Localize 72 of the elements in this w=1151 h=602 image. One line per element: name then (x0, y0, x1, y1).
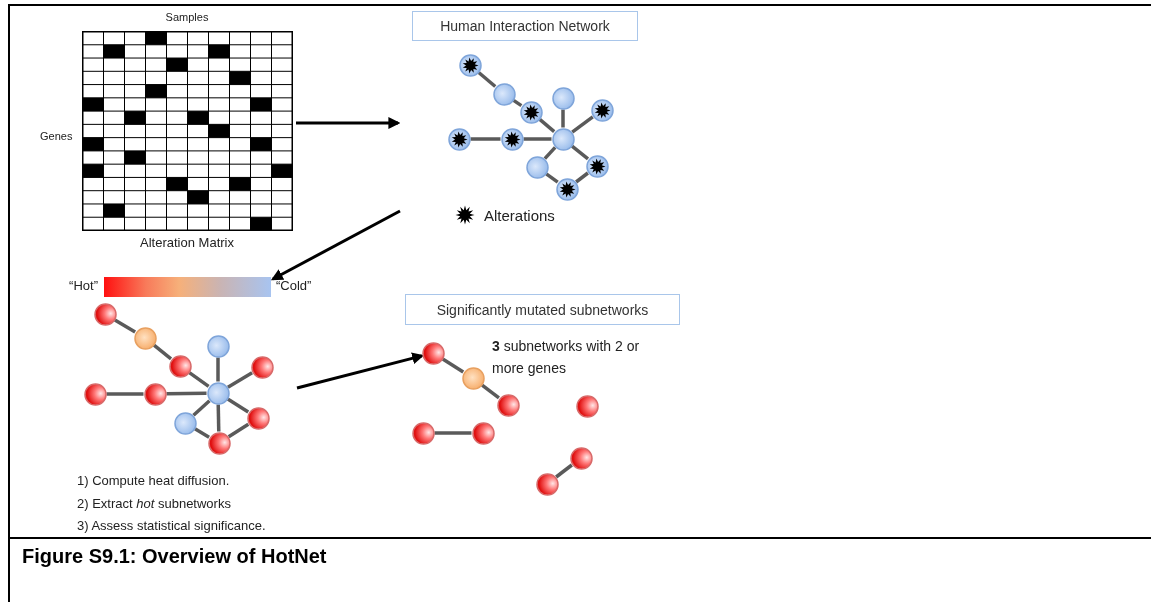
step-text: 2) Extract hot subnetworks (77, 495, 232, 513)
network-link (434, 431, 472, 435)
network-link (543, 146, 557, 160)
network-link (226, 397, 250, 414)
gene-node (168, 354, 192, 378)
figure-caption: Figure S9.1: Overview of HotNet (22, 545, 327, 568)
altered-gene-node (458, 53, 482, 77)
network-link (113, 318, 137, 334)
gene-node (93, 302, 117, 326)
axis-label: Genes (40, 130, 73, 142)
gene-node (525, 155, 549, 179)
network-link (188, 371, 210, 388)
network-link (192, 399, 211, 417)
heat-scale-label: “Hot” (69, 278, 98, 293)
altered-gene-node (590, 98, 614, 122)
gene-node (551, 86, 575, 110)
altered-gene-node (519, 100, 543, 124)
network-link (538, 118, 556, 133)
legend-label: Alterations (484, 206, 555, 224)
network-link (555, 463, 573, 479)
step-text: 3) Assess statistical significance. (77, 517, 267, 535)
gene-node (551, 127, 575, 151)
gene-node (206, 381, 230, 405)
network-link (523, 137, 552, 141)
gene-node (411, 421, 435, 445)
gene-node (421, 341, 445, 365)
altered-gene-node (585, 154, 609, 178)
network-link (227, 371, 253, 389)
network-link (152, 343, 173, 361)
gene-node (206, 334, 230, 358)
network-link (166, 391, 207, 396)
network-link (561, 109, 565, 128)
altered-gene-node (500, 127, 524, 151)
gene-node (461, 366, 485, 390)
network-link (545, 172, 559, 184)
axis-label: Samples (165, 11, 209, 23)
altered-gene-node (447, 127, 471, 151)
matrix-title: Alteration Matrix (140, 235, 234, 250)
network-link (570, 144, 590, 161)
gene-node (492, 82, 516, 106)
network-link (575, 171, 589, 184)
arrow (296, 117, 401, 129)
network-link (106, 392, 144, 396)
heat-scale-label: “Cold” (276, 278, 312, 293)
network-link (481, 383, 500, 400)
gene-node (535, 472, 559, 496)
gene-node (569, 446, 593, 470)
gene-node (246, 406, 270, 430)
network-link (227, 422, 250, 439)
gene-node (83, 382, 107, 406)
network-link (216, 357, 220, 382)
heat-color-bar (104, 277, 271, 297)
annotation-text: 3 subnetworks with 2 or more genes (492, 337, 641, 379)
title-box: Human Interaction Network (412, 11, 638, 41)
network-link (571, 115, 594, 134)
network-link (441, 357, 465, 374)
title-box: Significantly mutated subnetworks (405, 294, 680, 325)
gene-node (575, 394, 599, 418)
gene-node (133, 326, 157, 350)
network-link (194, 427, 210, 439)
gene-node (496, 393, 520, 417)
arrow (270, 209, 401, 281)
network-link (477, 71, 497, 88)
gene-node (207, 431, 231, 455)
gene-node (173, 411, 197, 435)
network-link (216, 404, 221, 432)
gene-node (250, 355, 274, 379)
gene-node (143, 382, 167, 406)
altered-gene-node (555, 177, 579, 201)
gene-node (471, 421, 495, 445)
step-text: 1) Compute heat diffusion. (77, 472, 231, 490)
network-link (470, 137, 501, 141)
